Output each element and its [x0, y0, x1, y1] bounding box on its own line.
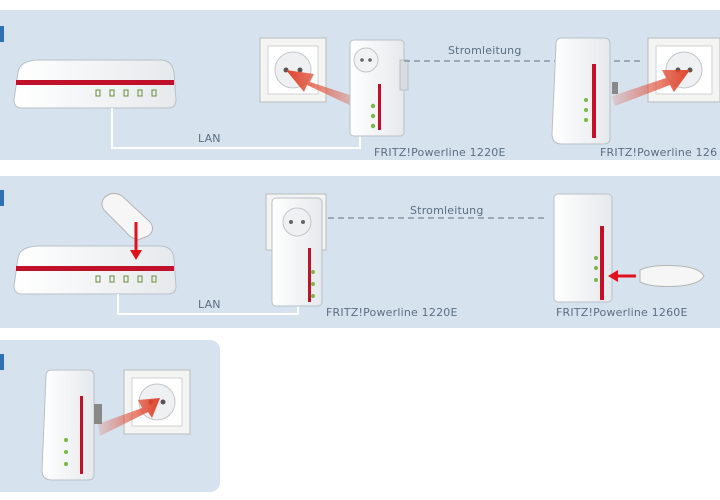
router-leds-1 — [95, 89, 157, 97]
adapter-1220e-device-2 — [265, 193, 327, 307]
adapter-1220e-device-1 — [349, 39, 409, 137]
adapter-1260e-name-1: FRITZ!Powerline 126 — [600, 146, 718, 159]
powerline-label-1: Stromleitung — [448, 44, 522, 57]
lan-cable-2 — [117, 294, 299, 315]
router-device-1 — [13, 59, 177, 109]
powerline-label-2: Stromleitung — [410, 204, 484, 217]
lan-label-2: LAN — [198, 298, 221, 311]
step-1-marker — [0, 26, 4, 42]
adapter-1220e-name-1: FRITZ!Powerline 1220E — [374, 146, 506, 159]
adapter-1220e-name-2: FRITZ!Powerline 1220E — [326, 306, 458, 319]
step-2-marker — [0, 190, 4, 206]
finger-press-adapter — [608, 265, 705, 287]
plug-arrow-1 — [286, 70, 365, 110]
finger-press-router — [101, 192, 154, 260]
adapter-1260e-device-1 — [551, 37, 618, 145]
plug-arrow-3 — [98, 398, 160, 436]
lan-cable-1 — [111, 108, 361, 149]
lan-label-1: LAN — [198, 132, 221, 145]
step-3-marker — [0, 354, 4, 370]
plug-arrow-2 — [612, 70, 690, 106]
adapter-1260e-device-2 — [553, 193, 613, 303]
adapter-1260e-device-3 — [41, 369, 102, 481]
router-leds-2 — [95, 275, 157, 283]
adapter-1260e-name-2: FRITZ!Powerline 1260E — [556, 306, 688, 319]
